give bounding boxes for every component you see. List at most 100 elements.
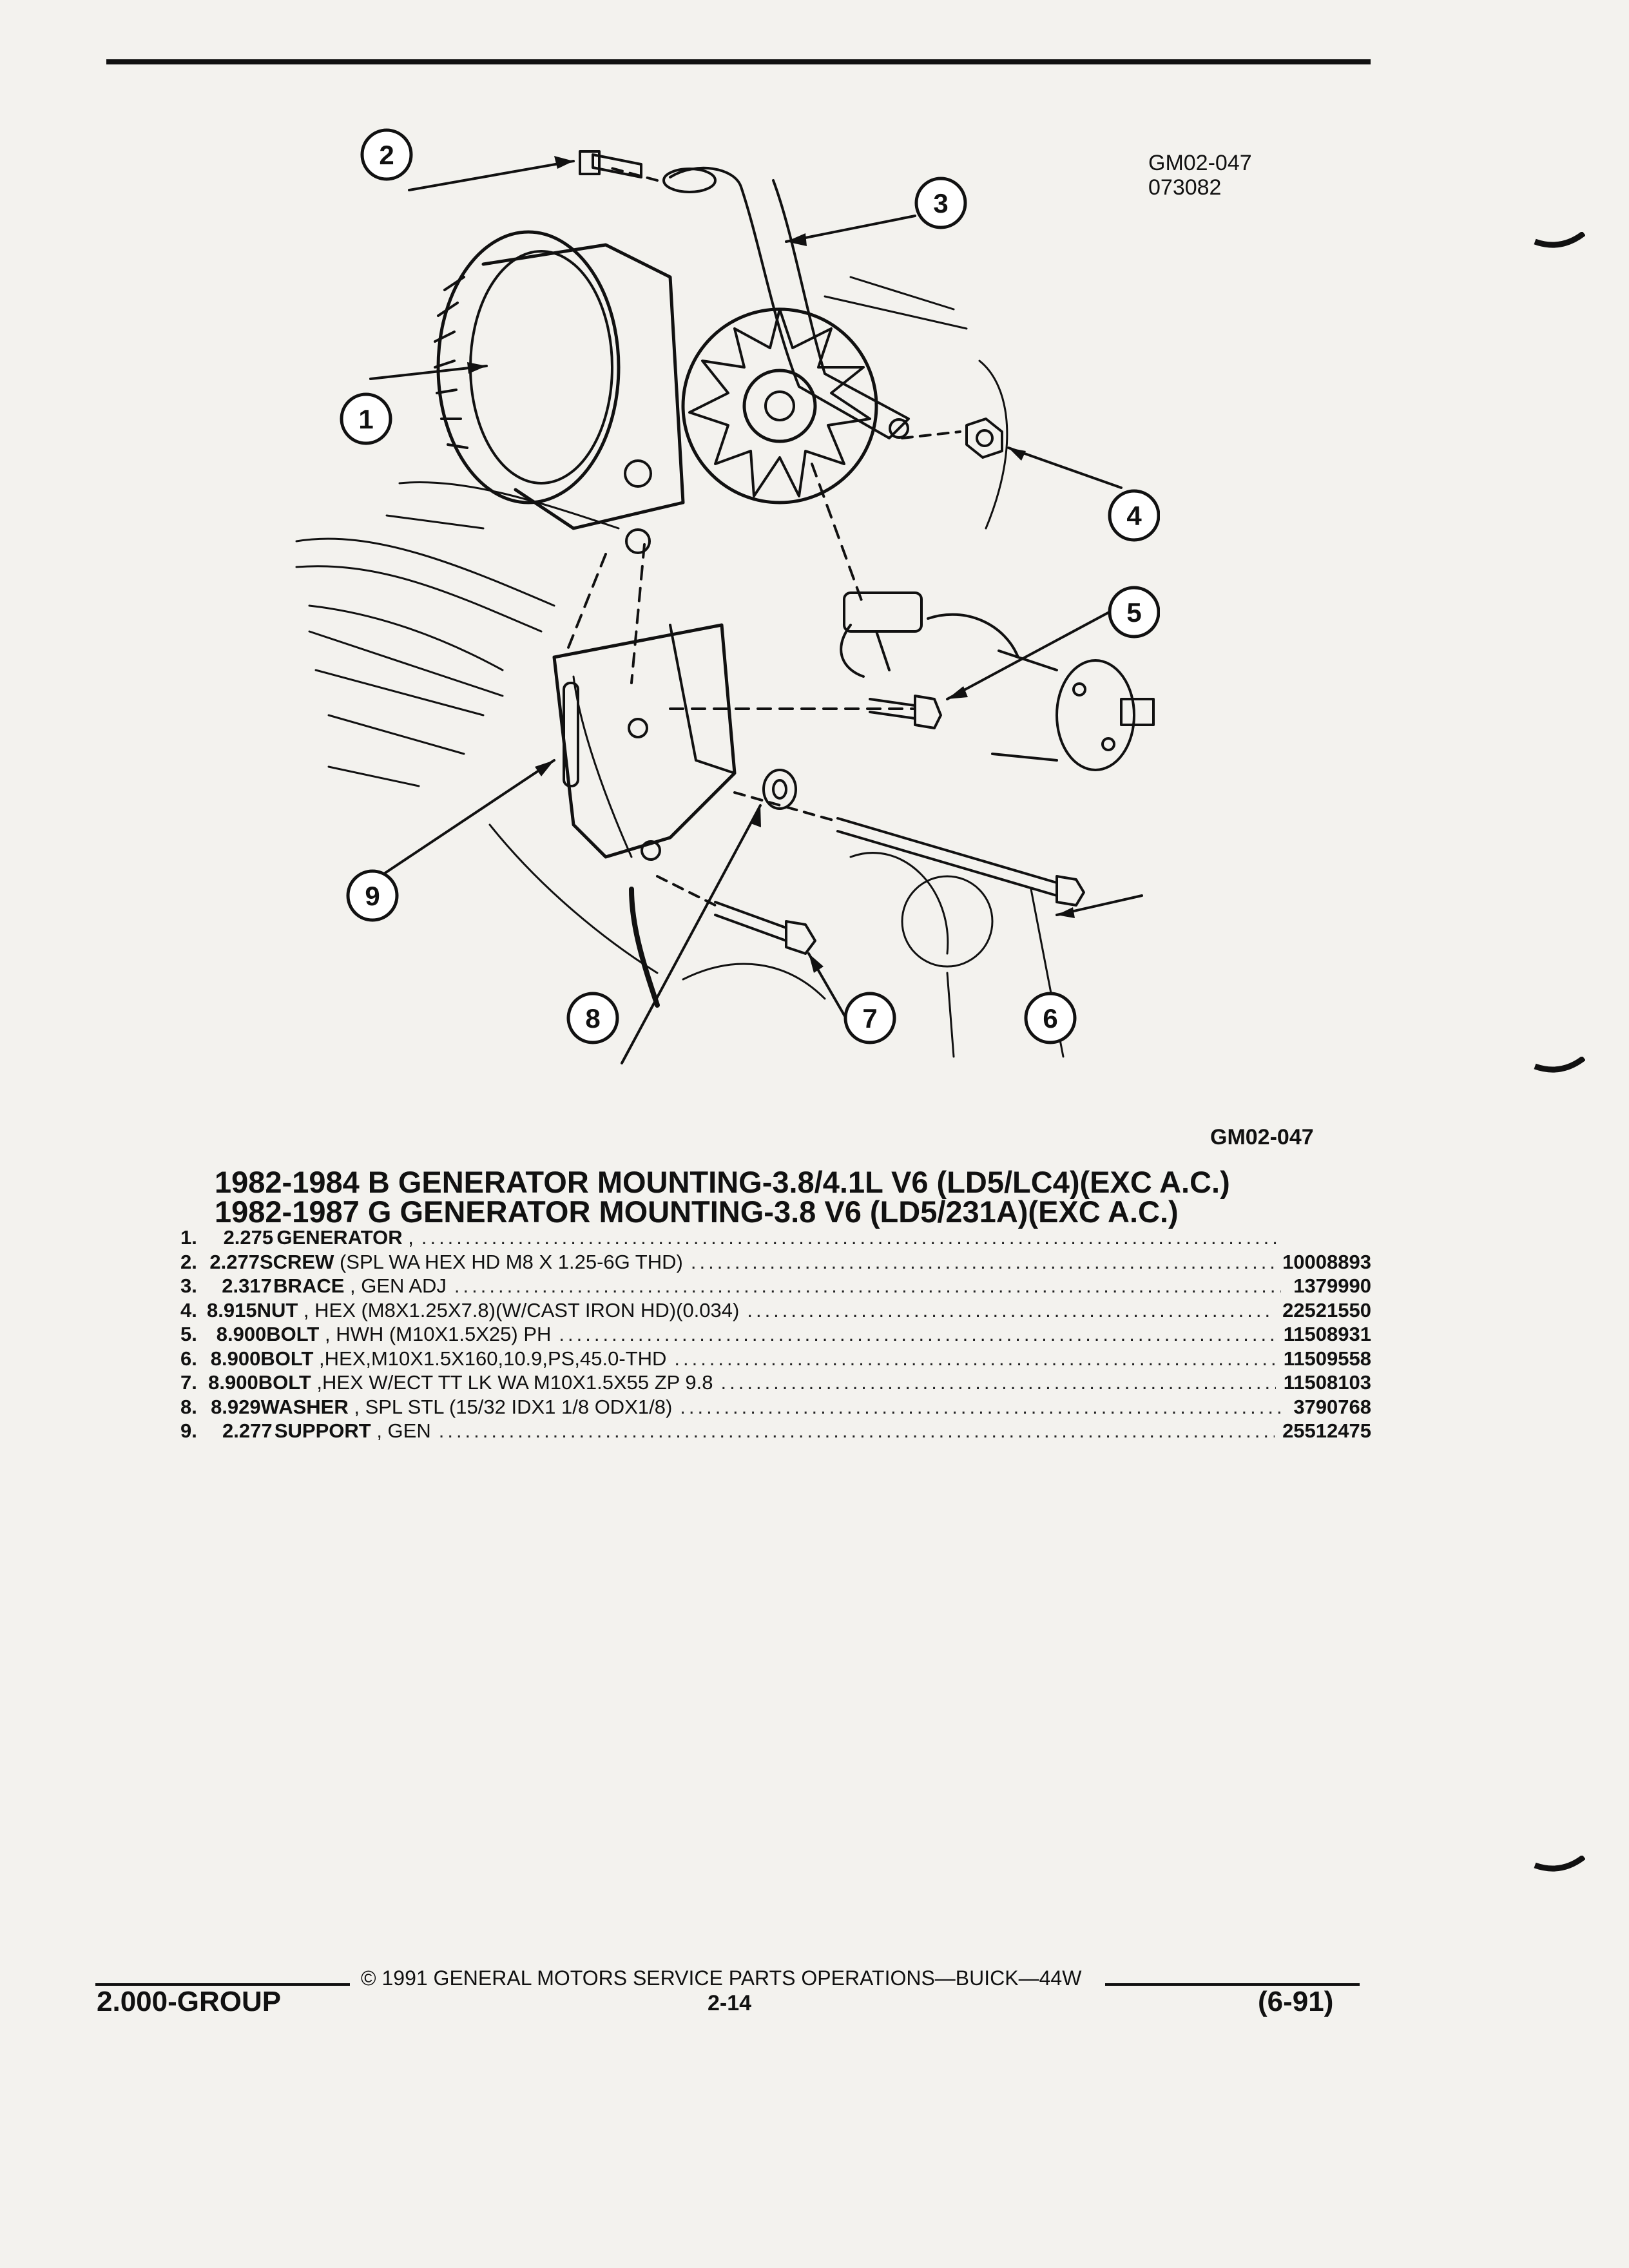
- part-row: 1. 2.275 GENERATOR , ...................…: [180, 1225, 1371, 1250]
- part-row: 4. 8.915 NUT , HEX (M8X1.25X7.8)(W/CAST …: [180, 1298, 1371, 1323]
- part-name: BOLT: [258, 1371, 311, 1394]
- footer-date: (6-91): [1258, 1986, 1334, 2017]
- figure-code-line: 073082: [1148, 175, 1222, 200]
- svg-text:8: 8: [585, 1003, 600, 1033]
- svg-text:5: 5: [1126, 597, 1141, 628]
- part-detail: , GEN: [371, 1419, 431, 1442]
- leader-dots: ........................................…: [438, 1419, 1275, 1442]
- binder-mark: [1534, 232, 1585, 248]
- part-description: NUT , HEX (M8X1.25X7.8)(W/CAST IRON HD)(…: [257, 1298, 740, 1323]
- group-number: 8.900: [216, 1323, 267, 1345]
- group-number: 8.900: [210, 1347, 261, 1370]
- callout-9: 9: [346, 869, 399, 922]
- part-detail: , SPL STL (15/32 IDX1 1/8 ODX1/8): [348, 1395, 673, 1418]
- group-number: 2.277: [222, 1419, 273, 1442]
- part-name: GENERATOR: [276, 1226, 403, 1249]
- svg-text:3: 3: [933, 188, 948, 218]
- figure-code-top: GM02-047 073082: [1148, 151, 1252, 200]
- group-number: 2.275: [223, 1226, 274, 1249]
- part-detail: , GEN ADJ: [344, 1274, 447, 1297]
- parts-list: 1. 2.275 GENERATOR , ...................…: [180, 1225, 1371, 1443]
- part-row: 9. 2.277 SUPPORT , GEN .................…: [180, 1419, 1371, 1443]
- part-name: SCREW: [259, 1250, 334, 1273]
- callout-4: 4: [1108, 489, 1160, 542]
- part-name: BOLT: [260, 1347, 314, 1370]
- figure-id: GM02-047: [1210, 1125, 1314, 1149]
- part-name: BOLT: [266, 1323, 320, 1345]
- part-description: SCREW (SPL WA HEX HD M8 X 1.25-6G THD): [260, 1250, 683, 1274]
- footer-rule-left: [95, 1983, 350, 1986]
- svg-text:4: 4: [1126, 501, 1142, 531]
- item-number: 4.: [180, 1298, 197, 1321]
- part-number: 11508103: [1283, 1371, 1371, 1394]
- part-description: BRACE , GEN ADJ: [273, 1274, 447, 1298]
- leader-dots: ........................................…: [680, 1395, 1286, 1418]
- part-number: 10008893: [1282, 1250, 1371, 1273]
- binder-mark: [1534, 1057, 1585, 1073]
- part-row: 2. 2.277 SCREW (SPL WA HEX HD M8 X 1.25-…: [180, 1250, 1371, 1274]
- callout-1: 1: [340, 392, 392, 445]
- section-title: 1982-1984 B GENERATOR MOUNTING-3.8/4.1L …: [215, 1167, 1230, 1229]
- leader-dots: ........................................…: [720, 1371, 1276, 1394]
- item-number: 1.: [180, 1226, 197, 1249]
- part-row: 3. 2.317 BRACE , GEN ADJ ...............…: [180, 1274, 1371, 1298]
- footer-group: 2.000-GROUP: [97, 1986, 282, 2017]
- part-name: NUT: [256, 1298, 298, 1321]
- part-description: BOLT ,HEX,M10X1.5X160,10.9,PS,45.0-THD: [260, 1347, 666, 1371]
- part-description: BOLT , HWH (M10X1.5X25) PH: [266, 1322, 551, 1347]
- part-row: 6. 8.900 BOLT ,HEX,M10X1.5X160,10.9,PS,4…: [180, 1347, 1371, 1371]
- callout-5: 5: [1108, 586, 1160, 639]
- callout-6: 6: [1024, 992, 1077, 1044]
- item-number: 8.: [180, 1395, 197, 1418]
- part-number: 11509558: [1283, 1347, 1371, 1370]
- part-row: 8. 8.929 WASHER , SPL STL (15/32 IDX1 1/…: [180, 1395, 1371, 1419]
- part-detail: , HWH (M10X1.5X25) PH: [319, 1323, 552, 1345]
- part-number: 25512475: [1282, 1419, 1371, 1442]
- part-number: 22521550: [1282, 1298, 1371, 1321]
- item-number: 7.: [180, 1371, 197, 1394]
- part-detail: ,HEX,M10X1.5X160,10.9,PS,45.0-THD: [313, 1347, 667, 1370]
- svg-text:9: 9: [365, 881, 380, 911]
- footer-copyright: © 1991 GENERAL MOTORS SERVICE PARTS OPER…: [361, 1966, 1082, 1990]
- title-line-2: 1982-1987 G GENERATOR MOUNTING-3.8 V6 (L…: [215, 1195, 1179, 1229]
- leader-dots: ........................................…: [559, 1323, 1276, 1345]
- binder-mark: [1534, 1856, 1585, 1872]
- part-name: WASHER: [260, 1395, 349, 1418]
- leader-dots: ........................................…: [690, 1250, 1275, 1273]
- callout-8: 8: [566, 992, 619, 1044]
- part-description: WASHER , SPL STL (15/32 IDX1 1/8 ODX1/8): [261, 1395, 673, 1419]
- item-number: 3.: [180, 1274, 197, 1297]
- group-number: 8.929: [211, 1395, 261, 1418]
- part-description: SUPPORT , GEN: [275, 1419, 431, 1443]
- part-description: BOLT ,HEX W/ECT TT LK WA M10X1.5X55 ZP 9…: [258, 1370, 713, 1395]
- svg-text:6: 6: [1043, 1003, 1057, 1033]
- group-number: 2.277: [209, 1250, 260, 1273]
- callout-3: 3: [914, 177, 967, 229]
- part-row: 7. 8.900 BOLT ,HEX W/ECT TT LK WA M10X1.…: [180, 1370, 1371, 1395]
- part-number: 11508931: [1283, 1323, 1371, 1345]
- part-detail: (SPL WA HEX HD M8 X 1.25-6G THD): [334, 1250, 683, 1273]
- part-row: 5. 8.900 BOLT , HWH (M10X1.5X25) PH ....…: [180, 1322, 1371, 1347]
- svg-text:1: 1: [358, 404, 373, 434]
- svg-text:2: 2: [379, 140, 394, 170]
- group-number: 8.900: [208, 1371, 258, 1394]
- item-number: 6.: [180, 1347, 197, 1370]
- leader-dots: ........................................…: [454, 1274, 1281, 1297]
- page-number: 2-14: [708, 1991, 752, 2015]
- svg-text:7: 7: [862, 1003, 877, 1033]
- leader-dots: ........................................…: [421, 1226, 1278, 1249]
- generator-mounting-diagram: 2 3 1 4 5 9 8 7 6: [295, 128, 1160, 1064]
- leader-dots: ........................................…: [747, 1298, 1275, 1321]
- part-description: GENERATOR ,: [276, 1225, 413, 1250]
- footer-rule-right: [1105, 1983, 1360, 1986]
- callout-7: 7: [843, 992, 896, 1044]
- item-number: 9.: [180, 1419, 197, 1442]
- group-number: 8.915: [207, 1298, 257, 1321]
- part-detail: ,: [402, 1226, 414, 1249]
- part-number: 3790768: [1293, 1395, 1371, 1418]
- group-number: 2.317: [222, 1274, 272, 1297]
- top-rule: [106, 59, 1371, 64]
- item-number: 5.: [180, 1323, 197, 1345]
- part-detail: , HEX (M8X1.25X7.8)(W/CAST IRON HD)(0.03…: [298, 1298, 740, 1321]
- part-number: 1379990: [1293, 1274, 1371, 1297]
